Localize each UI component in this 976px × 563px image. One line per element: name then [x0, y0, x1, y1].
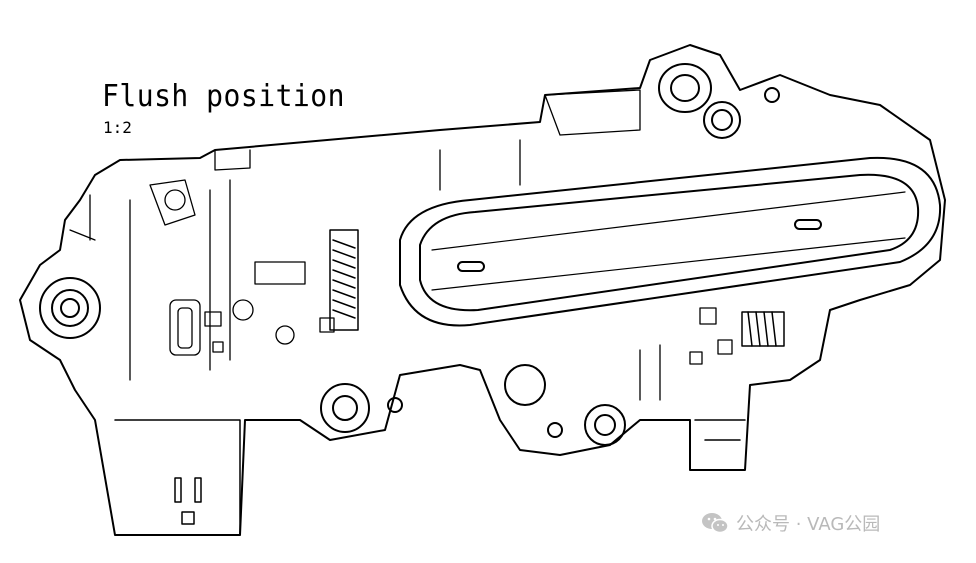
torsion-spring [329, 229, 359, 331]
bottom-mounting-boss [320, 364, 626, 446]
wechat-icon [702, 513, 729, 534]
handle-lever [399, 156, 942, 327]
drawing-scale: 1:2 [103, 118, 132, 137]
return-spring [741, 311, 785, 347]
housing-details [69, 89, 733, 401]
housing-outline [19, 44, 946, 536]
drawing-title: Flush position [102, 78, 346, 114]
lower-bracket [114, 419, 746, 536]
left-mounting-boss [39, 277, 101, 339]
watermark-text: 公众号 · VAG公园 [736, 514, 881, 535]
watermark: 公众号 · VAG公园 [700, 510, 880, 536]
top-mounting-boss [658, 63, 780, 139]
